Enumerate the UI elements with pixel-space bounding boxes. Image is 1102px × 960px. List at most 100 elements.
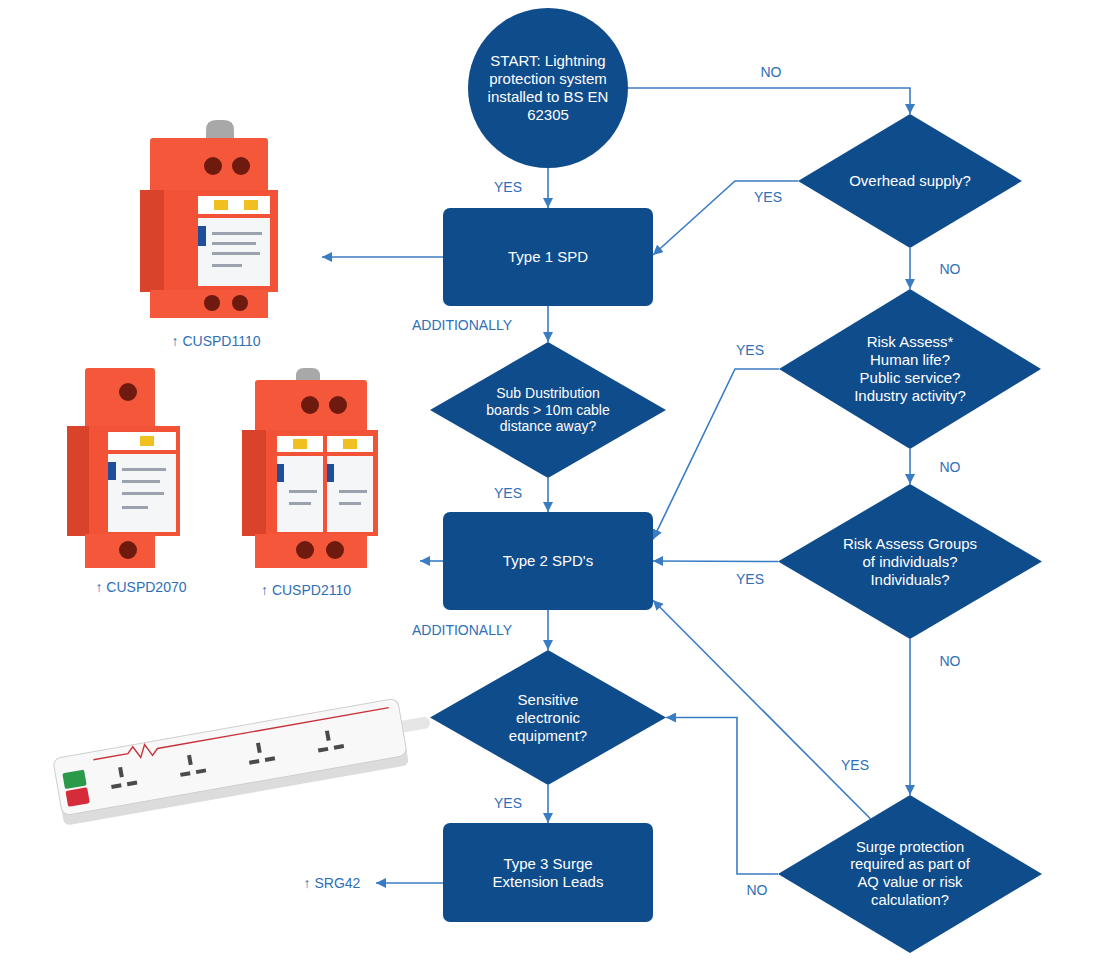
flow-connector <box>653 369 779 539</box>
node-text: Type 1 SPD <box>508 248 588 266</box>
decision-diamond: Risk Assess Groups of individuals? Indiv… <box>778 484 1042 639</box>
label-line <box>212 252 260 255</box>
socket-pin <box>249 759 260 765</box>
leader-arrow <box>420 560 443 562</box>
terminal-screw <box>232 295 248 311</box>
label-line <box>212 232 262 235</box>
node-label: Type 3 Surge Extension Leads <box>483 855 613 891</box>
leader-arrow <box>322 256 443 258</box>
product-code: ↑ SRG42 <box>304 875 361 891</box>
decision-diamond: Sub Dustribution boards > 10m cable dist… <box>430 342 666 478</box>
process-box: Type 2 SPD's <box>443 512 653 610</box>
module-top <box>255 380 367 432</box>
flow-connector <box>653 600 870 819</box>
terminal-screw <box>329 396 347 414</box>
flow-connector <box>653 560 778 562</box>
node-text: Overhead supply? <box>849 172 971 190</box>
rating-label <box>108 454 176 532</box>
process-box: Type 3 Surge Extension Leads <box>443 823 653 922</box>
edge-label: YES <box>733 342 767 358</box>
node-text: Sub Dustribution boards > 10m cable dist… <box>478 385 618 435</box>
edge-label: YES <box>491 795 525 811</box>
flow-connector <box>909 639 911 795</box>
terminal-screw <box>119 541 137 559</box>
socket-pin <box>318 747 329 753</box>
node-text: Type 2 SPD's <box>503 552 593 570</box>
shape-fill <box>778 795 1042 953</box>
edge-label: NO <box>937 261 964 277</box>
module-shade <box>67 426 89 536</box>
module-shade <box>140 190 164 292</box>
socket-pin <box>180 771 191 777</box>
socket-pin <box>187 755 193 766</box>
brand-stripe <box>327 464 334 482</box>
edge-label: YES <box>751 189 785 205</box>
edge-label: NO <box>758 64 785 80</box>
label-line <box>289 490 317 493</box>
status-window <box>108 432 176 450</box>
node-text: START: Lightning protection system insta… <box>478 52 618 124</box>
shape-fill <box>798 114 1022 248</box>
label-line <box>122 492 164 495</box>
label-line <box>339 502 361 505</box>
module-body <box>140 190 278 292</box>
switch-red <box>65 787 89 807</box>
label-line <box>122 506 148 509</box>
flow-connector <box>909 449 911 484</box>
socket-pin <box>325 730 331 741</box>
shape-fill <box>468 8 628 168</box>
decision-diamond: Sensitive electronic equipment? <box>430 650 666 785</box>
label-line <box>122 468 166 471</box>
module-bottom <box>85 534 155 568</box>
node-text: Risk Assess* Human life? Public service?… <box>848 333 973 405</box>
node-text: Risk Assess Groups of individuals? Indiv… <box>840 535 980 589</box>
decision-diamond: Risk Assess* Human life? Public service?… <box>779 289 1041 449</box>
socket-pin <box>196 768 207 774</box>
shape-fill <box>430 650 666 785</box>
flow-connector <box>628 88 910 114</box>
edge-label: ADDITIONALLY <box>409 317 515 333</box>
edge-label: YES <box>733 571 767 587</box>
process-box: Type 1 SPD <box>443 208 653 306</box>
module-top <box>150 138 268 192</box>
terminal-screw <box>296 541 314 559</box>
label-line <box>339 490 367 493</box>
shape-fill <box>430 342 666 478</box>
switch-green <box>62 770 86 790</box>
label-line <box>289 502 311 505</box>
status-flag <box>140 436 154 446</box>
socket-pin <box>111 783 122 789</box>
node-label: Sub Dustribution boards > 10m cable dist… <box>478 385 618 435</box>
din-clip <box>206 120 234 140</box>
start-circle: START: Lightning protection system insta… <box>468 8 628 168</box>
status-flag <box>343 439 357 449</box>
spd-module <box>140 120 278 318</box>
edge-label: NO <box>937 653 964 669</box>
flow-connector <box>547 610 549 650</box>
socket-pin <box>256 743 262 754</box>
spd-module <box>242 368 378 568</box>
terminal-screw <box>119 383 137 401</box>
edge-label: ADDITIONALLY <box>409 622 515 638</box>
flow-connector <box>547 168 549 208</box>
node-label: Type 2 SPD's <box>503 552 593 570</box>
status-flag <box>244 200 258 210</box>
status-window <box>277 436 323 452</box>
lead-cable <box>402 723 424 727</box>
node-label: Surge protection required as part of AQ … <box>843 839 978 910</box>
lead-top <box>53 698 408 816</box>
node-text: Surge protection required as part of AQ … <box>843 839 978 910</box>
status-window <box>198 196 270 214</box>
module-bottom <box>150 290 268 318</box>
shape-fill <box>778 484 1042 639</box>
brand-stripe <box>277 464 284 482</box>
rating-label <box>198 218 270 286</box>
status-flag <box>214 200 228 210</box>
terminal-screw <box>204 157 222 175</box>
node-text: Type 3 Surge Extension Leads <box>483 855 613 891</box>
product-code: ↑ CUSPD2070 <box>95 579 186 595</box>
terminal-screw <box>232 157 250 175</box>
din-clip <box>296 368 320 382</box>
rating-label <box>327 456 373 532</box>
